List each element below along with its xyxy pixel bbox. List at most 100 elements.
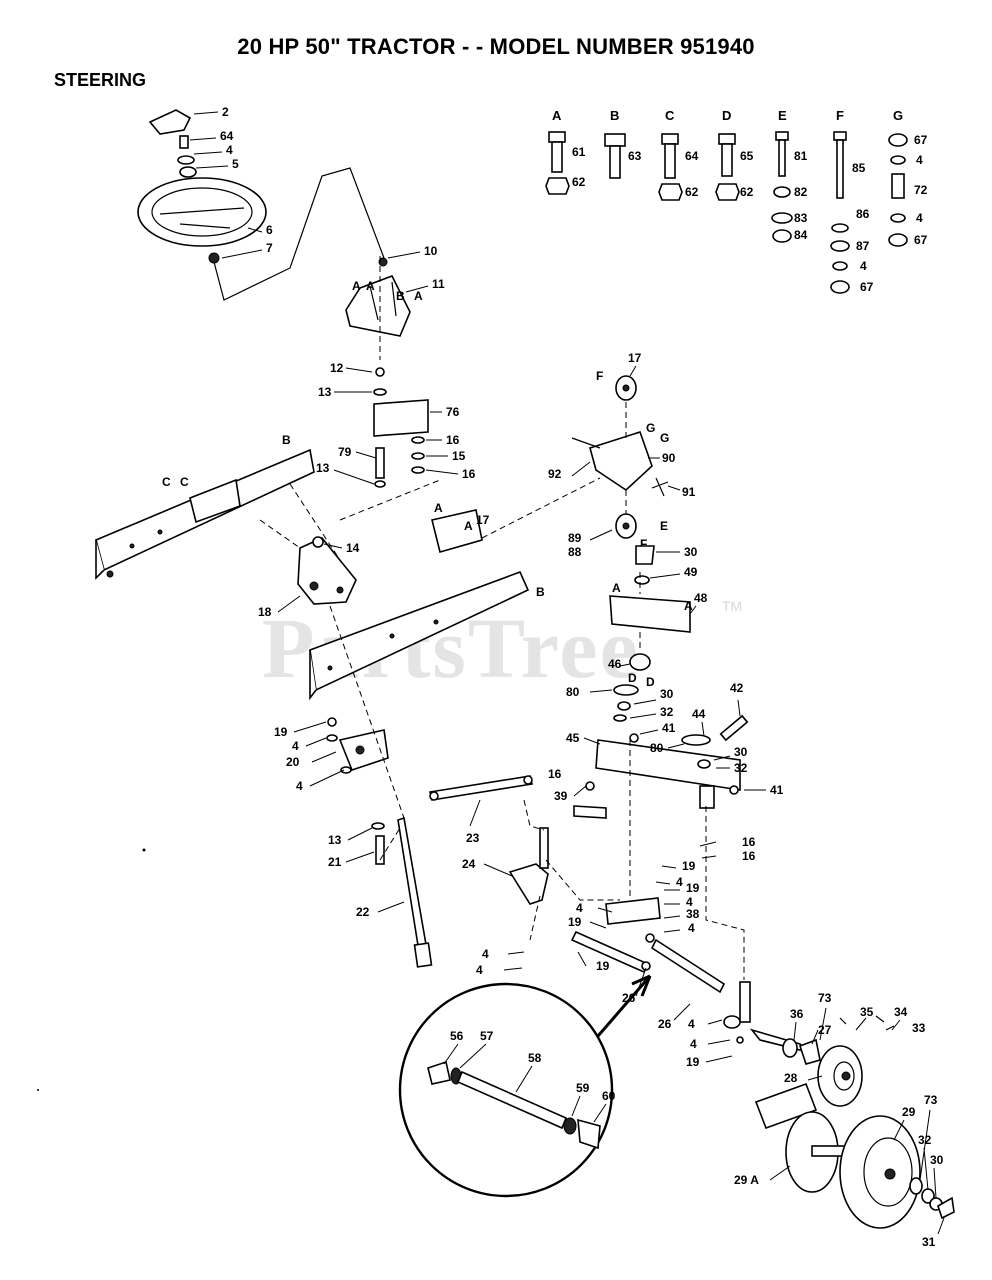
callout-label: 29 xyxy=(902,1105,916,1119)
assembly-letter: A xyxy=(352,279,361,293)
part-number: 4 xyxy=(916,211,923,225)
axle-spindle-bore xyxy=(699,785,715,809)
callout-label: 89 xyxy=(568,531,582,545)
hardware-group-g: G 67 4 72 4 67 xyxy=(888,108,928,247)
assembly-letter: F xyxy=(596,369,603,383)
spindle-36 xyxy=(739,981,751,1023)
watermark-trademark: TM xyxy=(722,598,743,614)
part-number: 67 xyxy=(860,280,874,294)
callout-label: 80 xyxy=(650,741,664,755)
callout-label: 18 xyxy=(258,605,272,619)
callout-label: 30 xyxy=(660,687,674,701)
hardware-group-letter: D xyxy=(722,108,731,123)
washer xyxy=(177,155,195,165)
callout-label: 48 xyxy=(694,591,708,605)
ball-joint-60 xyxy=(577,1118,601,1150)
callout-label: 13 xyxy=(328,833,342,847)
steering-plate-38 xyxy=(605,897,661,925)
assembly-letter: A xyxy=(366,279,375,293)
bolt-shank xyxy=(836,139,844,199)
callout-label: 4 xyxy=(296,779,303,793)
steering-shaft xyxy=(375,447,385,479)
callout-label: 15 xyxy=(452,449,466,463)
assembly-letter: A xyxy=(612,581,621,595)
callout-label: 32 xyxy=(660,705,674,719)
tie-rod-58 xyxy=(456,1070,568,1130)
callout-label: 4 xyxy=(476,963,483,977)
callout-label: 14 xyxy=(346,541,360,555)
part-number: 64 xyxy=(685,149,699,163)
part-number: 63 xyxy=(628,149,642,163)
callout-label: 33 xyxy=(912,1021,926,1035)
washer xyxy=(832,261,848,271)
callout-label: 44 xyxy=(692,707,706,721)
steering-plate: 14 18 xyxy=(258,536,360,619)
axle-bracket xyxy=(431,509,483,553)
callout-label: 92 xyxy=(548,467,562,481)
callout-label: 19 xyxy=(686,881,700,895)
assembly-letter: B xyxy=(396,289,405,303)
steering-wheel-cap xyxy=(148,109,192,135)
callout-label: 29 A xyxy=(734,1173,759,1187)
callout-label: 2 xyxy=(222,105,229,119)
assembly-letter: A xyxy=(414,289,423,303)
bolt-shank xyxy=(551,141,563,173)
callout-label: 73 xyxy=(818,991,832,1005)
part-number: 4 xyxy=(916,153,923,167)
callout-label: 30 xyxy=(734,745,748,759)
assembly-letter: F xyxy=(640,537,647,551)
pivot-bracket xyxy=(589,431,653,492)
part-number: 67 xyxy=(914,133,928,147)
callout-label: 24 xyxy=(462,857,476,871)
frame-bracket xyxy=(189,478,241,524)
bushing-80b xyxy=(681,734,711,746)
callout-label: 16 xyxy=(462,467,476,481)
callout-label: 21 xyxy=(328,855,342,869)
hardware-group-f: F 85 86 87 4 67 xyxy=(830,108,874,294)
callout-label: 56 xyxy=(450,1029,464,1043)
callout-label: 4 xyxy=(482,947,489,961)
part-number: 67 xyxy=(914,233,928,247)
lower-steering-shaft: 19 4 20 4 13 21 22 xyxy=(274,717,433,968)
hardware-group-letter: B xyxy=(610,108,619,123)
callout-label: 60 xyxy=(602,1089,616,1103)
bushing xyxy=(830,240,850,252)
part-number: 82 xyxy=(794,185,808,199)
steering-wheel-assembly: 2 64 4 5 6 7 10 11 A A B A xyxy=(137,105,445,337)
callout-label: 59 xyxy=(576,1081,590,1095)
part-number: 81 xyxy=(794,149,808,163)
callout-label: 64 xyxy=(220,129,234,143)
bearing-27 xyxy=(798,1038,821,1065)
tie-rod-26-right xyxy=(650,938,726,994)
bolt-head xyxy=(604,133,626,147)
left-frame: B C C xyxy=(95,433,315,580)
bolt-head xyxy=(775,131,789,141)
front-axle-45 xyxy=(595,739,741,791)
steering-linkage: 16 39 23 xyxy=(429,767,607,845)
part-number: 84 xyxy=(794,228,808,242)
callout-label: 46 xyxy=(608,657,622,671)
callout-label: 19 xyxy=(682,859,696,873)
hardware-group-letter: E xyxy=(778,108,787,123)
hardware-group-letter: C xyxy=(665,108,675,123)
callout-label: 19 xyxy=(596,959,610,973)
bolt-head xyxy=(718,133,736,145)
callout-label: 16 xyxy=(548,767,562,781)
steering-wheel xyxy=(137,177,267,247)
callout-label: 4 xyxy=(226,143,233,157)
bolt-shank xyxy=(609,145,621,179)
hardware-group-e: E 81 82 83 84 xyxy=(771,108,808,243)
part-number: 61 xyxy=(572,145,586,159)
page-title: 20 HP 50" TRACTOR - - MODEL NUMBER 95194… xyxy=(237,34,755,59)
callout-label: 19 xyxy=(568,915,582,929)
callout-label: 16 xyxy=(446,433,460,447)
steering-shaft-nut xyxy=(208,252,220,264)
part-number: 87 xyxy=(856,239,870,253)
assembly-letter: D xyxy=(628,671,637,685)
label-plate xyxy=(754,1082,818,1130)
hardware-group-letter: G xyxy=(893,108,903,123)
bolt-shank xyxy=(778,139,786,177)
callout-label: 13 xyxy=(318,385,332,399)
callout-label: 35 xyxy=(860,1005,874,1019)
bolt-shank xyxy=(664,143,676,179)
